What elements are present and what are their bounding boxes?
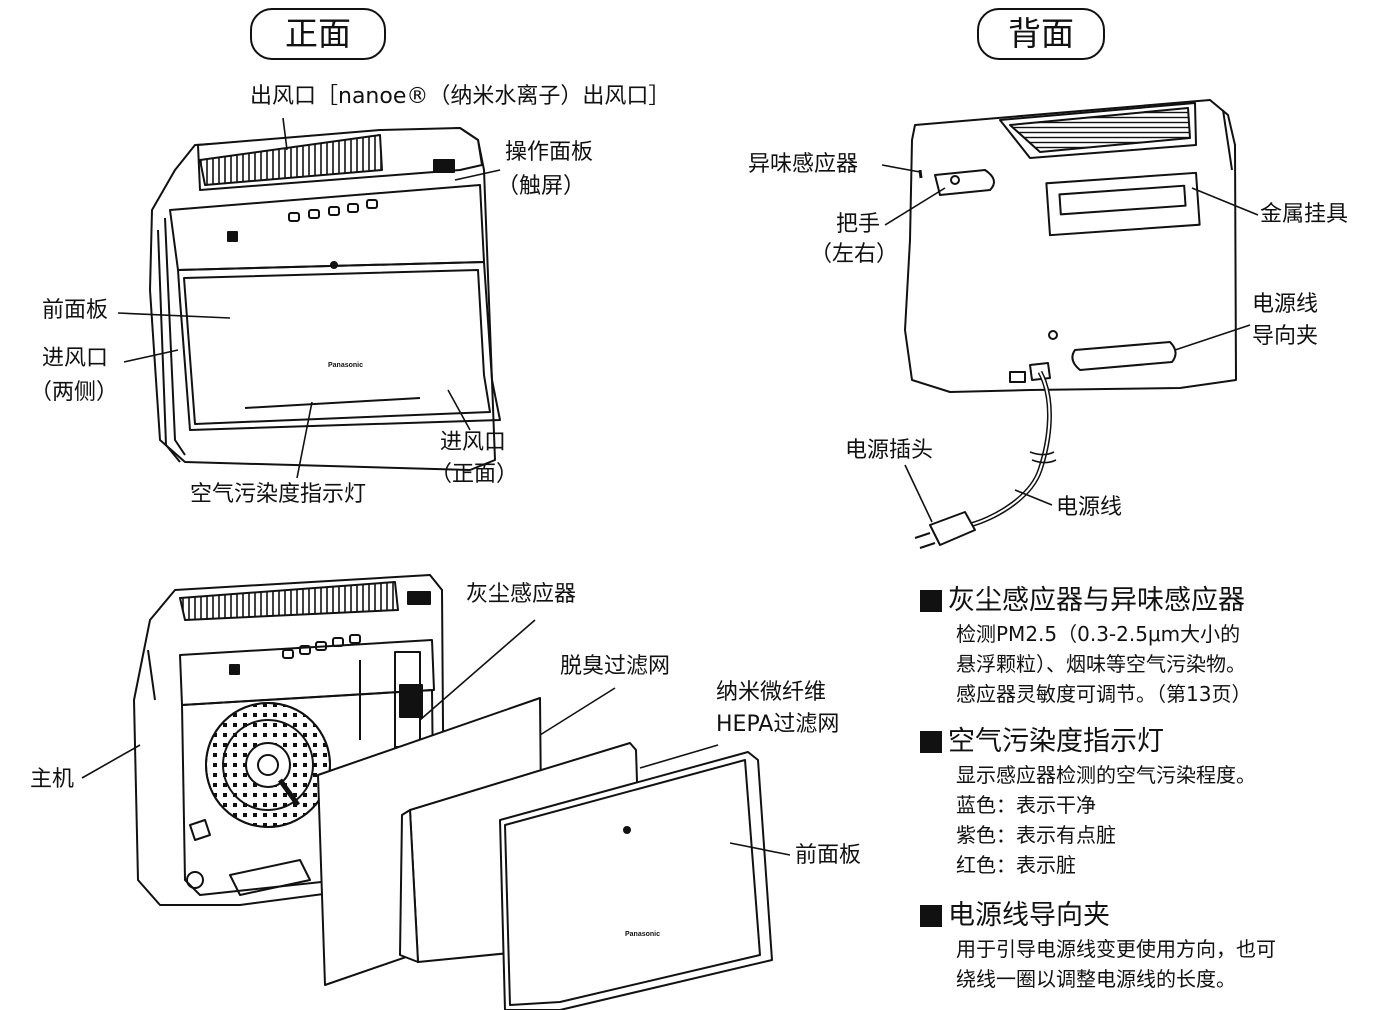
- label-pollution-indicator: 空气污染度指示灯: [190, 482, 367, 507]
- front-brand-logo: Panasonic: [328, 362, 363, 369]
- label-power-plug: 电源插头: [845, 438, 934, 463]
- note-line: 感应器灵敏度可调节。（第13页）: [956, 682, 1252, 706]
- note-cord-clip: 电源线导向夹 用于引导电源线变更使用方向，也可 绕线一圈以调整电源线的长度。: [920, 898, 1390, 994]
- label-dust-sensor: 灰尘感应器: [466, 582, 577, 607]
- label-handle: 把手: [836, 212, 881, 237]
- note-heading: 空气污染度指示灯: [948, 726, 1164, 757]
- note-line: 紫色：表示有点脏: [956, 823, 1116, 847]
- bullet-square-icon: [920, 905, 942, 927]
- unit-button-icons: [282, 634, 361, 659]
- label-control-panel: 操作面板: [505, 140, 594, 165]
- label-hepa-filter-2: HEPA过滤网: [716, 712, 840, 737]
- bullet-square-icon: [920, 590, 942, 612]
- note-line: 检测PM2.5（0.3-2.5μm大小的: [956, 622, 1241, 646]
- label-odor-sensor: 异味感应器: [748, 152, 859, 177]
- note-heading: 灰尘感应器与异味感应器: [948, 585, 1245, 616]
- note-line: 蓝色：表示干净: [956, 793, 1096, 817]
- label-front-inlet-front: （正面）: [430, 462, 519, 487]
- front-view-title: 正面: [250, 8, 386, 60]
- note-line: 悬浮颗粒）、烟味等空气污染物。: [956, 652, 1246, 676]
- label-main-unit: 主机: [30, 767, 75, 792]
- control-button-icons: [288, 199, 378, 222]
- label-front-panel: 前面板: [42, 298, 109, 323]
- back-unit-illustration: [904, 99, 1237, 393]
- label-exploded-front-panel: 前面板: [795, 843, 862, 868]
- label-outlet: 出风口［nanoe®（纳米水离子）出风口］: [250, 84, 671, 109]
- label-deodor-filter: 脱臭过滤网: [560, 654, 671, 679]
- label-hepa-filter: 纳米微纤维: [716, 680, 827, 705]
- label-control-panel-touch: （触屏）: [497, 174, 586, 199]
- label-front-inlet: 进风口: [440, 430, 507, 455]
- exploded-leader-lines: [81, 619, 791, 856]
- label-side-inlet: 进风口: [42, 346, 109, 371]
- note-sensors: 灰尘感应器与异味感应器 检测PM2.5（0.3-2.5μm大小的 悬浮颗粒）、烟…: [920, 583, 1390, 709]
- label-power-cord: 电源线: [1056, 495, 1123, 520]
- note-line: 绕线一圈以调整电源线的长度。: [956, 967, 1236, 991]
- note-line: 用于引导电源线变更使用方向，也可: [956, 937, 1276, 961]
- bullet-square-icon: [920, 731, 942, 753]
- note-heading: 电源线导向夹: [948, 900, 1110, 931]
- note-line: 显示感应器检测的空气污染程度。: [956, 763, 1256, 787]
- exploded-brand-logo: Panasonic: [625, 931, 660, 938]
- label-cord-clip: 电源线: [1252, 292, 1319, 317]
- label-handle-sides: （左右）: [810, 242, 899, 267]
- front-unit-illustration: [149, 127, 501, 471]
- label-cord-clip-2: 导向夹: [1252, 324, 1319, 349]
- back-leader-lines: [881, 164, 1259, 523]
- power-cord-illustration: [914, 370, 1057, 549]
- note-indicator: 空气污染度指示灯 显示感应器检测的空气污染程度。 蓝色：表示干净 紫色：表示有点…: [920, 724, 1390, 880]
- label-metal-hook: 金属挂具: [1260, 202, 1349, 227]
- back-view-title: 背面: [977, 8, 1105, 60]
- front-panel-illustration: [499, 751, 773, 1010]
- label-side-inlet-sides: （两侧）: [30, 380, 119, 405]
- note-line: 红色：表示脏: [956, 853, 1076, 877]
- front-leader-lines: [117, 117, 501, 479]
